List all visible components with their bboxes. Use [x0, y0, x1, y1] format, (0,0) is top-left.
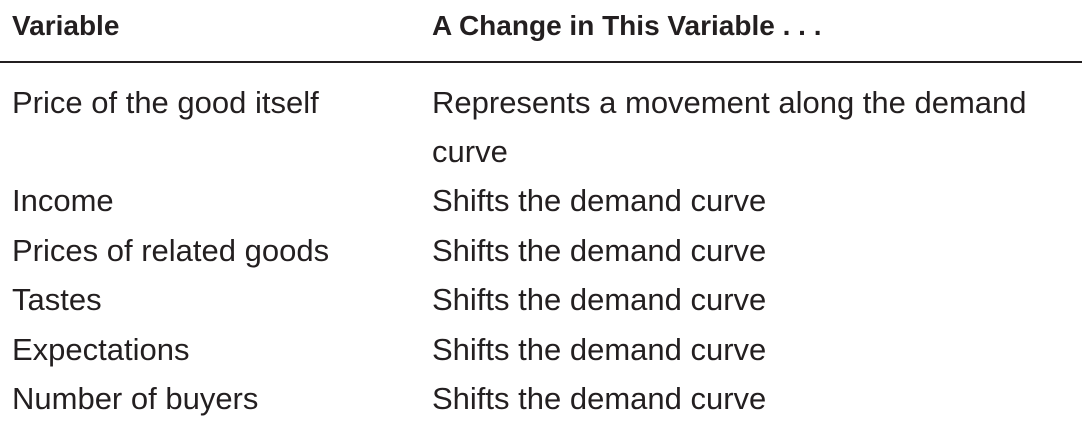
cell-variable: Income [12, 183, 114, 218]
table-row: Tastes Shifts the demand curve [0, 275, 1082, 325]
cell-effect: Shifts the demand curve [432, 381, 767, 416]
header-variable: Variable [12, 10, 120, 41]
table-header-row: Variable A Change in This Variable . . . [0, 0, 1082, 60]
table-row: Income Shifts the demand curve [0, 176, 1082, 226]
table-row: Number of buyers Shifts the demand curve [0, 374, 1082, 424]
cell-effect: Shifts the demand curve [432, 232, 767, 268]
cell-variable: Number of buyers [12, 381, 259, 416]
cell-variable: Tastes [12, 282, 102, 317]
table-row: Price of the good itself Represents a mo… [0, 78, 1082, 176]
cell-effect: Shifts the demand curve [432, 183, 767, 218]
table-row: Expectations Shifts the demand curve [0, 325, 1082, 375]
cell-variable: Prices of related goods [12, 232, 330, 268]
cell-effect: Shifts the demand curve [432, 331, 767, 367]
table-body: Price of the good itself Represents a mo… [0, 78, 1082, 424]
cell-effect: Represents a movement along the demand c… [432, 85, 1027, 169]
header-divider [0, 61, 1082, 63]
cell-effect: Shifts the demand curve [432, 282, 767, 317]
cell-variable: Price of the good itself [12, 85, 319, 120]
header-change: A Change in This Variable . . . [432, 10, 822, 41]
cell-variable: Expectations [12, 331, 190, 367]
table-row: Prices of related goods Shifts the deman… [0, 226, 1082, 276]
